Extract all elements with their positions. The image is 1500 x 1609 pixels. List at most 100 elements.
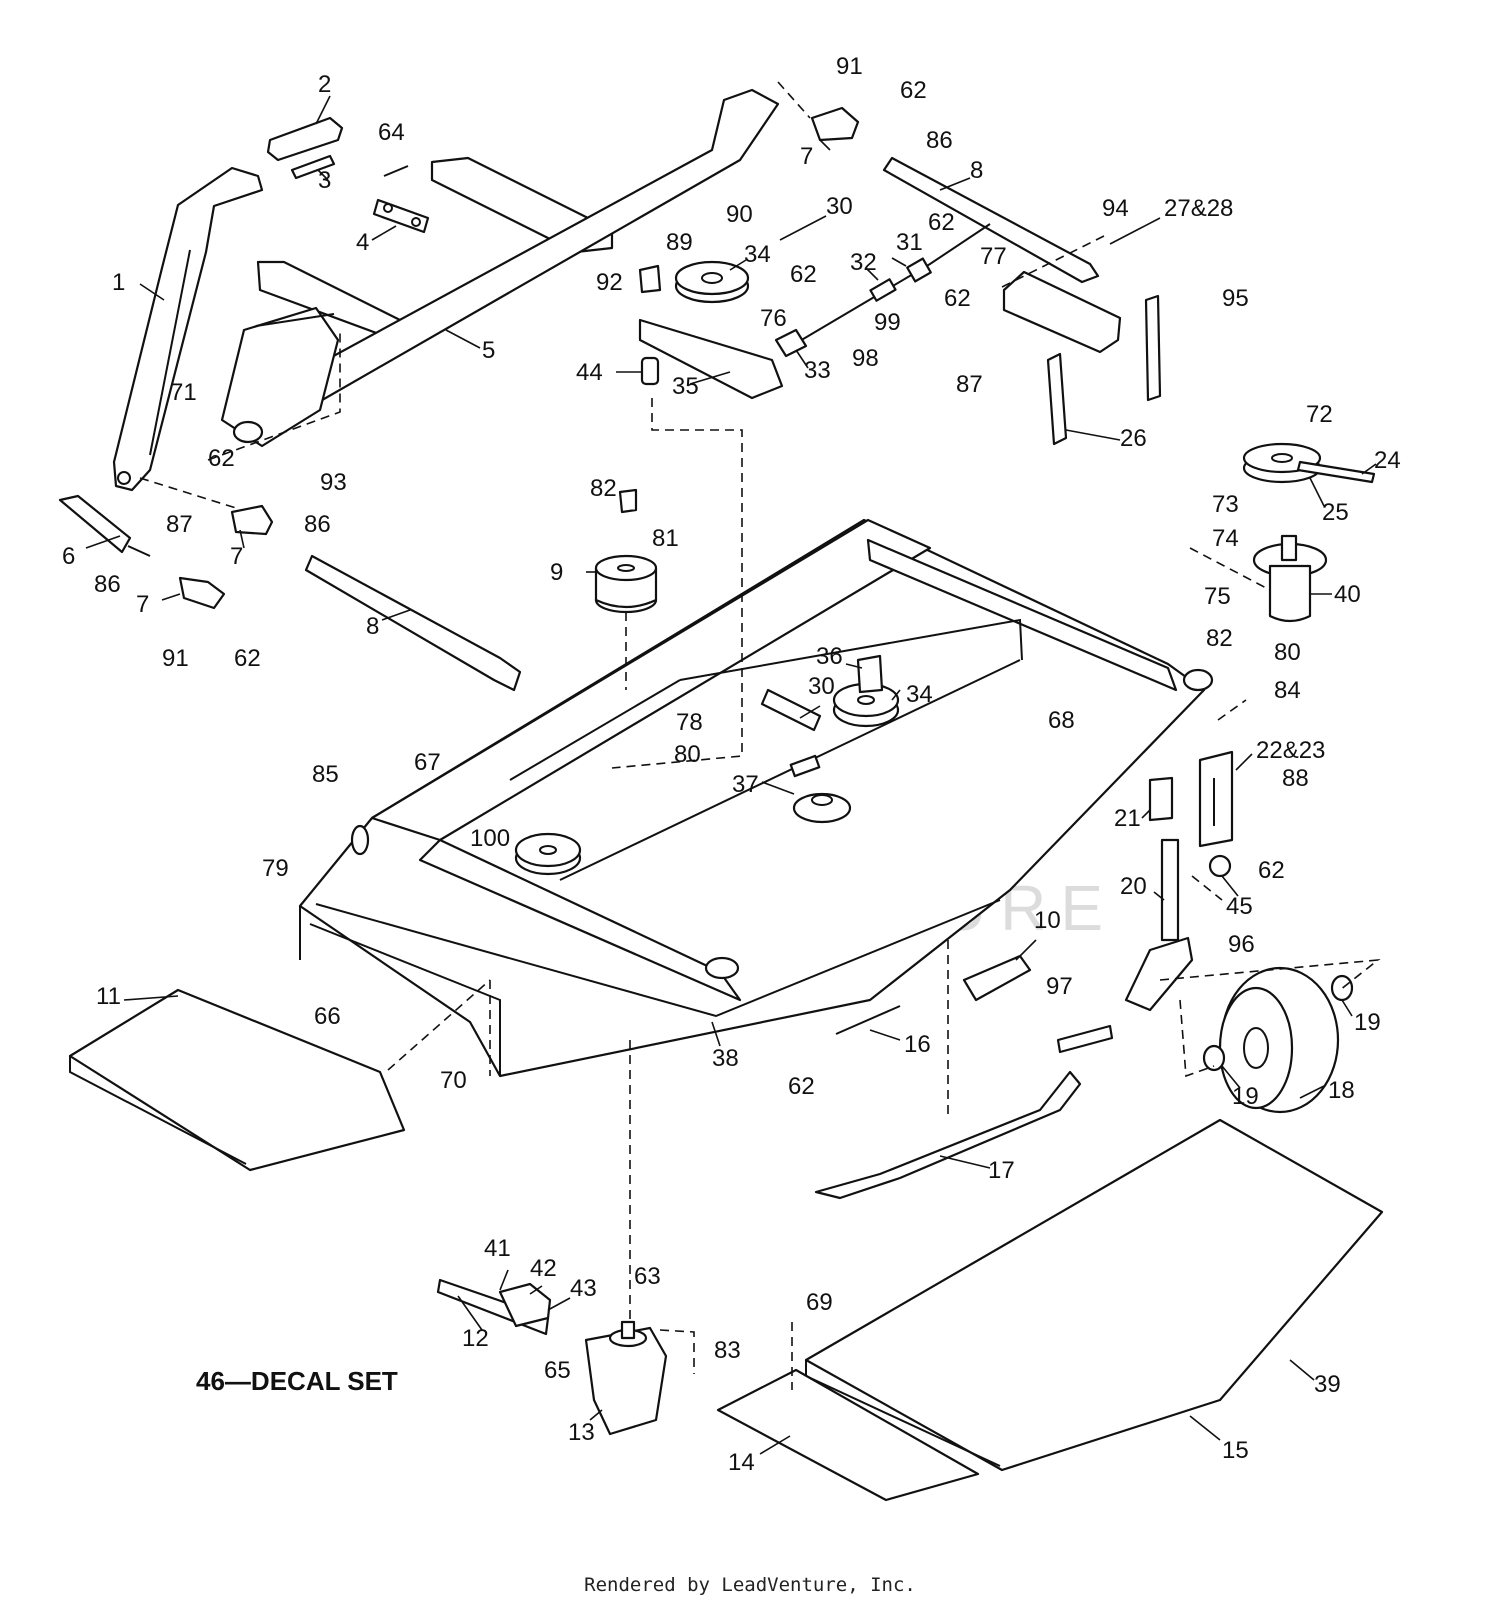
part-belt-cover-14 xyxy=(716,1368,980,1502)
callout-91-top: 91 xyxy=(836,53,863,80)
callout-93: 93 xyxy=(320,469,347,496)
part-blade-17 xyxy=(814,1070,1082,1200)
callout-30-upper: 30 xyxy=(826,193,853,220)
callout-41: 41 xyxy=(484,1235,511,1262)
callout-71: 71 xyxy=(170,379,197,406)
callout-100: 100 xyxy=(470,825,510,852)
callout-31: 31 xyxy=(896,229,923,256)
callout-19-left: 19 xyxy=(1232,1083,1259,1110)
callout-2: 2 xyxy=(318,71,331,98)
part-gearbox-13 xyxy=(584,1320,668,1436)
callout-66: 66 xyxy=(314,1003,341,1030)
part-caster-wheel-18 xyxy=(1218,966,1340,1114)
part-bolt-82-upper xyxy=(618,488,638,514)
callout-7-mid: 7 xyxy=(230,543,243,570)
callout-62-pin: 62 xyxy=(788,1073,815,1100)
callout-75: 75 xyxy=(1204,583,1231,610)
callout-70: 70 xyxy=(440,1067,467,1094)
part-roller-10 xyxy=(962,954,1032,1002)
part-adjust-rod-lower xyxy=(304,554,522,692)
callout-90: 90 xyxy=(726,201,753,228)
part-adjust-rod-upper xyxy=(882,156,1100,284)
callout-68: 68 xyxy=(1048,707,1075,734)
part-bolt-92 xyxy=(638,264,662,294)
callout-87-mid: 87 xyxy=(166,511,193,538)
callout-32: 32 xyxy=(850,249,877,276)
part-plate-37 xyxy=(789,754,821,778)
callout-64: 64 xyxy=(378,119,405,146)
callout-62-caster: 62 xyxy=(1258,857,1285,884)
part-lift-shaft-frame xyxy=(220,88,780,448)
callout-34-upper: 34 xyxy=(744,241,771,268)
callout-33: 33 xyxy=(804,357,831,384)
callout-78: 78 xyxy=(676,709,703,736)
callout-42: 42 xyxy=(530,1255,557,1282)
callout-69: 69 xyxy=(806,1289,833,1316)
callout-98: 98 xyxy=(852,345,879,372)
part-bushing-21 xyxy=(1148,776,1174,822)
callout-80-lower: 80 xyxy=(674,741,701,768)
part-height-link-right xyxy=(1144,294,1162,402)
callout-12: 12 xyxy=(462,1325,489,1352)
callout-20: 20 xyxy=(1120,873,1147,900)
part-spacer-19-left xyxy=(1202,1044,1226,1072)
callout-4: 4 xyxy=(356,229,369,256)
callout-63: 63 xyxy=(634,1263,661,1290)
callout-30-lower: 30 xyxy=(808,673,835,700)
callout-19-right: 19 xyxy=(1354,1009,1381,1036)
callout-7-upper: 7 xyxy=(800,143,813,170)
part-caster-bracket-22-23 xyxy=(1198,750,1234,848)
callout-62-lever: 62 xyxy=(208,445,235,472)
callout-6: 6 xyxy=(62,543,75,570)
callout-18: 18 xyxy=(1328,1077,1355,1104)
part-deck-pulley-100 xyxy=(514,832,582,876)
callout-86-lower: 86 xyxy=(94,571,121,598)
callout-86-top: 86 xyxy=(926,127,953,154)
callout-38: 38 xyxy=(712,1045,739,1072)
part-drive-shaft-12 xyxy=(436,1278,552,1336)
callout-97: 97 xyxy=(1046,973,1073,1000)
callout-80-upper: 80 xyxy=(1274,639,1301,666)
part-post-36 xyxy=(856,654,884,694)
callout-73: 73 xyxy=(1212,491,1239,518)
callout-43: 43 xyxy=(570,1275,597,1302)
part-bolt-97 xyxy=(1056,1024,1114,1054)
part-belt-guide-24 xyxy=(1296,460,1376,484)
decal-set-note: 46—DECAL SET xyxy=(196,1366,398,1396)
callout-91-lower: 91 xyxy=(162,645,189,672)
part-deck-pulley-9 xyxy=(594,554,658,614)
callout-17: 17 xyxy=(988,1157,1015,1184)
part-spindle-housing-40 xyxy=(1252,534,1328,623)
callout-11: 11 xyxy=(96,983,121,1010)
callout-3: 3 xyxy=(318,167,331,194)
callout-39: 39 xyxy=(1314,1371,1341,1398)
callout-26: 26 xyxy=(1120,425,1147,452)
callout-1: 1 xyxy=(112,269,125,296)
callout-44: 44 xyxy=(576,359,603,386)
callout-8-upper: 8 xyxy=(970,157,983,184)
callout-15: 15 xyxy=(1222,1437,1249,1464)
callout-86-mid: 86 xyxy=(304,511,331,538)
callout-92: 92 xyxy=(596,269,623,296)
part-clevis-upper xyxy=(810,106,860,142)
callout-79: 79 xyxy=(262,855,289,882)
callout-76: 76 xyxy=(760,305,787,332)
callout-77: 77 xyxy=(980,243,1007,270)
part-clevis-mid xyxy=(230,504,274,536)
callout-83: 83 xyxy=(714,1337,741,1364)
callout-25: 25 xyxy=(1322,499,1349,526)
part-spacer-19-right xyxy=(1330,974,1354,1002)
part-deck-pulley-34-lower xyxy=(832,682,900,728)
part-idler-30-lower xyxy=(760,688,822,732)
callout-82-right: 82 xyxy=(1206,625,1233,652)
part-handle-grip xyxy=(266,116,344,162)
callout-89: 89 xyxy=(666,229,693,256)
callout-65: 65 xyxy=(544,1357,571,1384)
callout-81: 81 xyxy=(652,525,679,552)
callout-62-bracket: 62 xyxy=(944,285,971,312)
part-grip-pin xyxy=(290,154,336,180)
callout-84: 84 xyxy=(1274,677,1301,704)
callout-16: 16 xyxy=(904,1031,931,1058)
callout-62-spring: 62 xyxy=(928,209,955,236)
